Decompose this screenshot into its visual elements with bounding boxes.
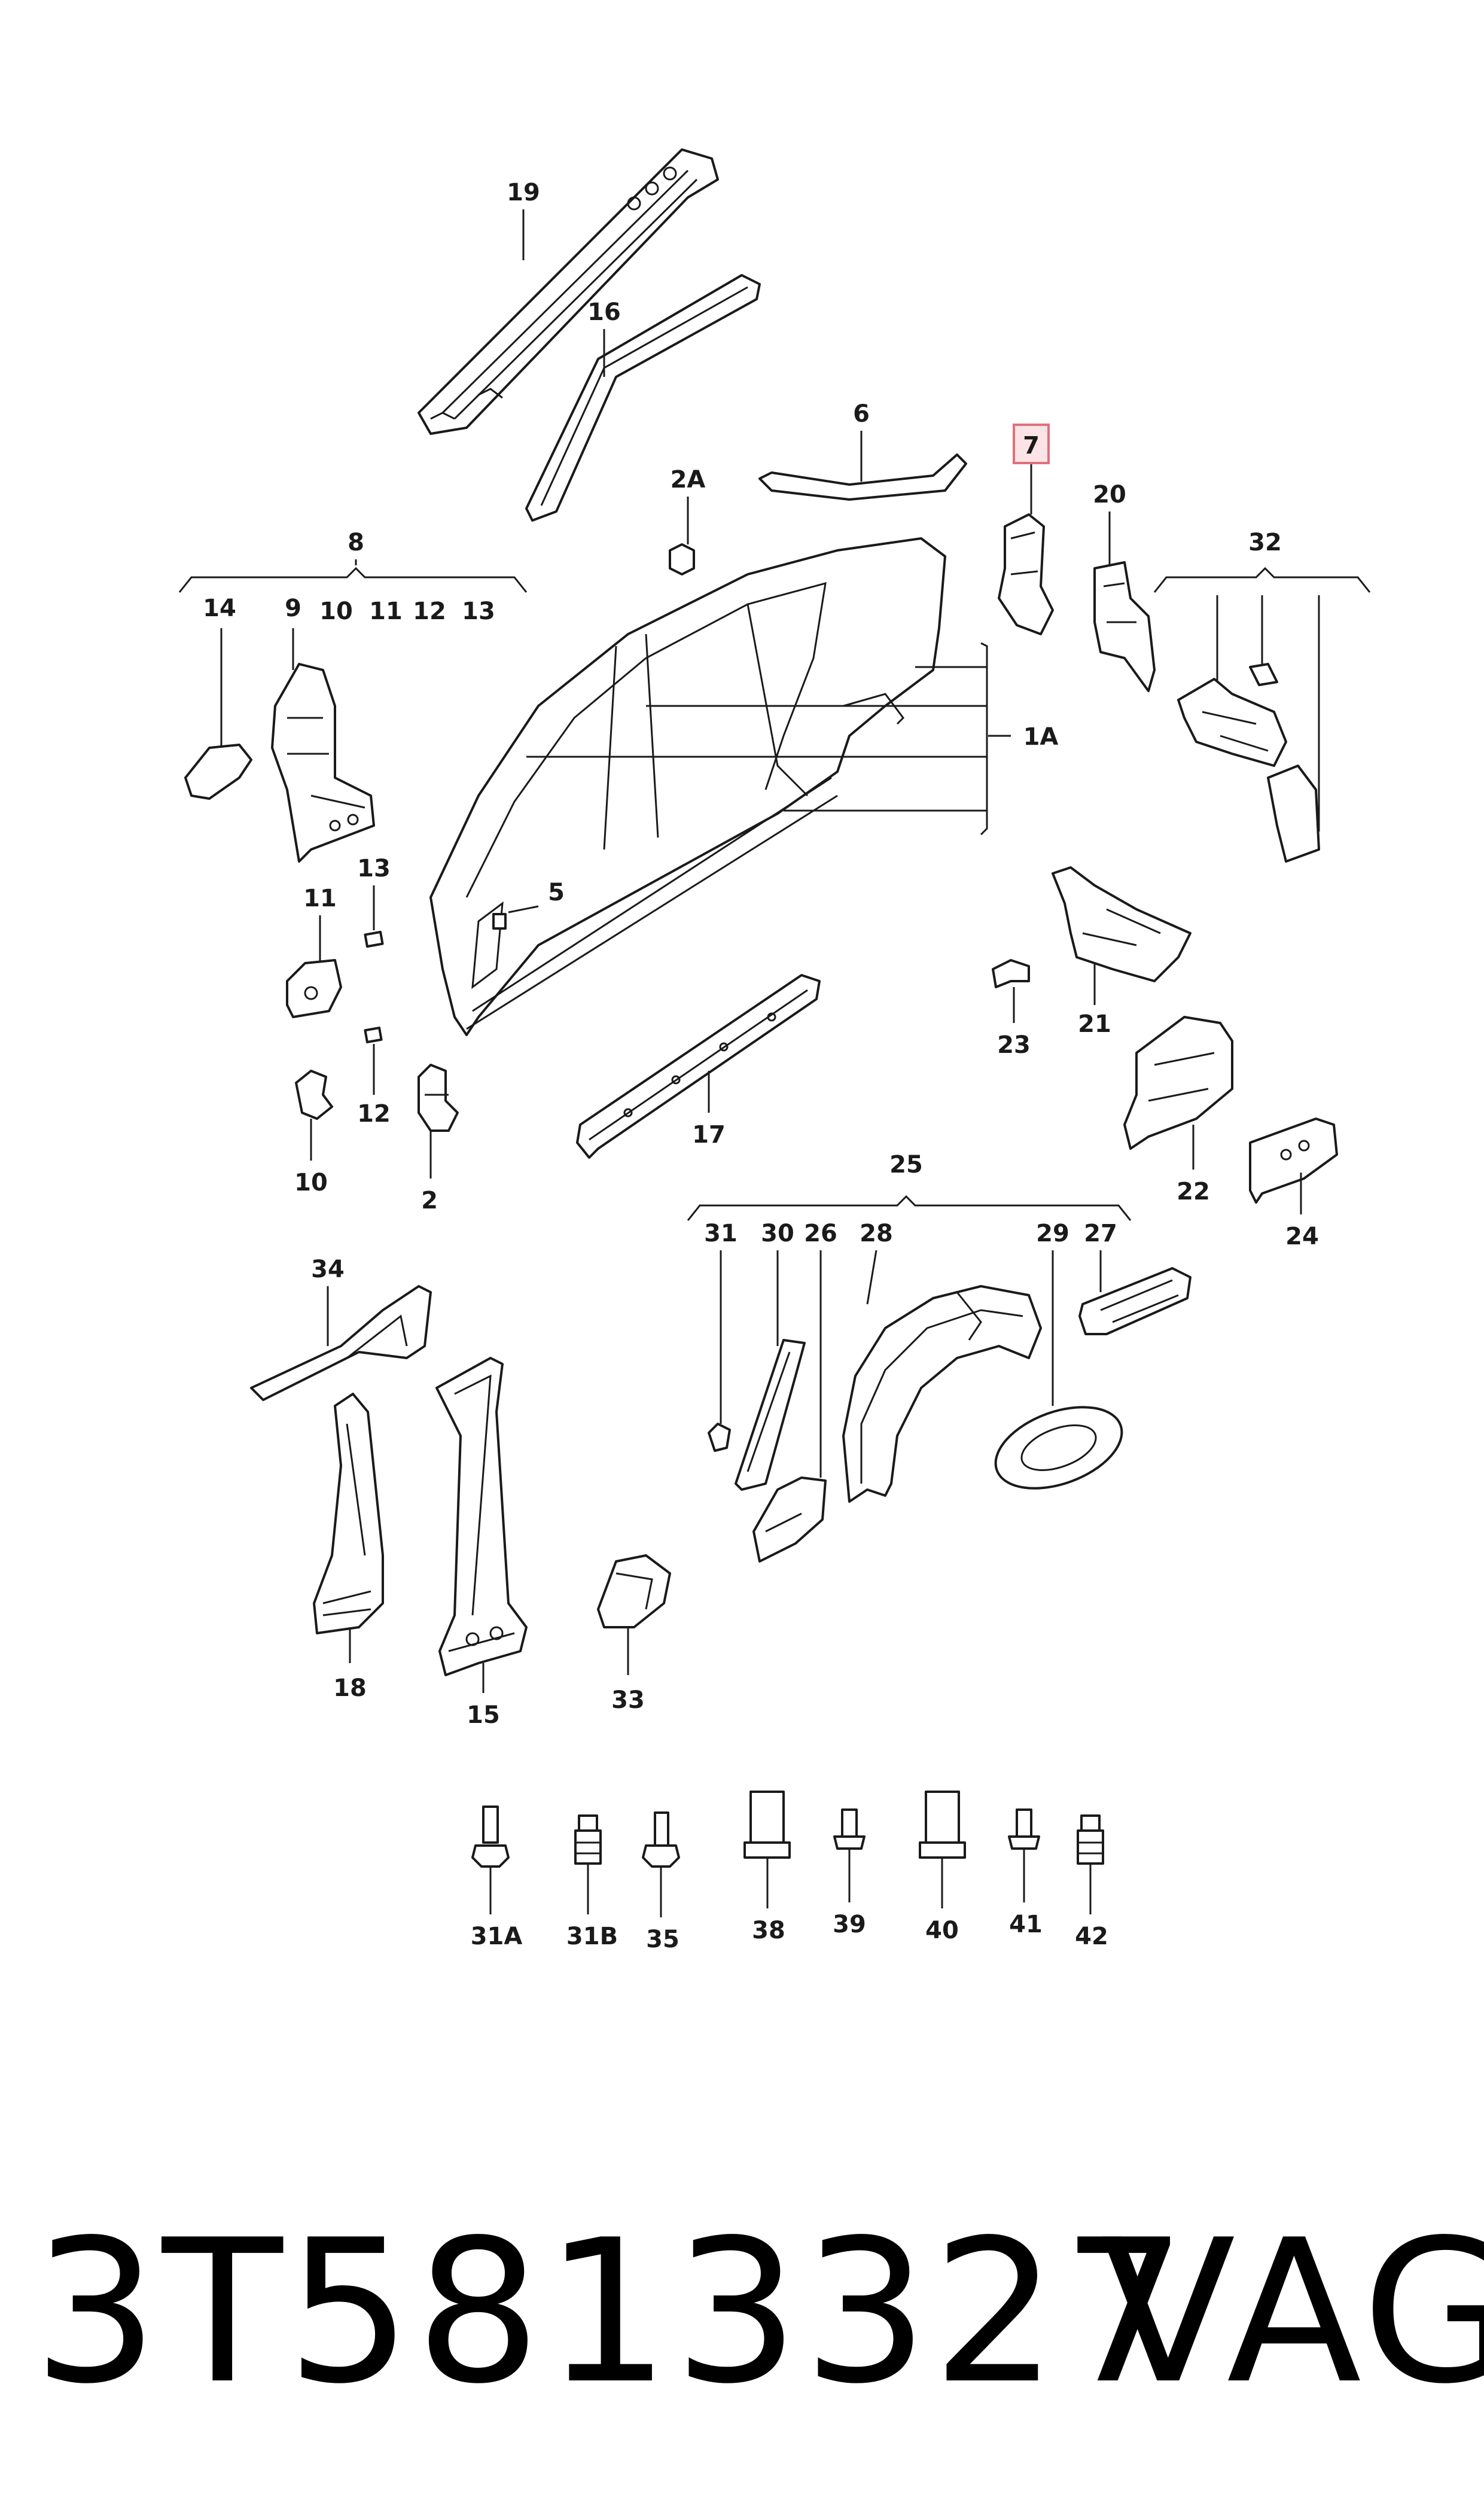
label-26: 26 — [804, 1220, 837, 1247]
label-1A: 1A — [1023, 723, 1059, 751]
label-40: 40 — [925, 1917, 959, 1944]
label-19: 19 — [507, 179, 540, 206]
part-11[interactable] — [286, 959, 342, 1018]
part-18[interactable] — [313, 1393, 384, 1634]
label-23: 23 — [997, 1031, 1031, 1059]
part-6[interactable] — [758, 453, 967, 501]
part-20[interactable] — [1093, 561, 1156, 692]
label-6: 6 — [853, 400, 870, 428]
part-28[interactable] — [842, 1285, 1042, 1503]
label-13: 13 — [357, 855, 391, 882]
part-32-b[interactable] — [1249, 663, 1278, 686]
label-11: 11 — [303, 885, 337, 912]
label-20: 20 — [1093, 481, 1126, 509]
fastener-35[interactable] — [642, 1811, 680, 1868]
label-9: 9 — [285, 595, 301, 622]
fastener-31A[interactable] — [471, 1805, 510, 1868]
part-26[interactable] — [752, 1476, 827, 1563]
label-14: 14 — [203, 595, 236, 622]
part-29[interactable] — [985, 1392, 1133, 1504]
part-19[interactable] — [418, 148, 719, 435]
part-14[interactable] — [184, 744, 252, 800]
fastener-31B[interactable] — [574, 1814, 602, 1865]
highlight-box-7 — [1013, 424, 1050, 464]
label-39: 39 — [833, 1911, 866, 1938]
part-15[interactable] — [435, 1357, 528, 1676]
part-30[interactable] — [735, 1339, 806, 1491]
label-8: 8 — [348, 529, 364, 556]
part-22[interactable] — [1123, 1016, 1233, 1150]
label-17: 17 — [692, 1121, 726, 1149]
label-10-top: 10 — [319, 598, 353, 625]
part-32-a[interactable] — [1177, 678, 1287, 767]
label-10: 10 — [294, 1169, 328, 1196]
label-7: 7 — [1023, 432, 1040, 459]
part-24[interactable] — [1249, 1118, 1338, 1204]
label-41: 41 — [1009, 1911, 1043, 1938]
footer: 3T5813327 VAG — [0, 2213, 1484, 2465]
part-2[interactable] — [418, 1064, 459, 1132]
label-5: 5 — [548, 879, 565, 906]
label-13-top: 13 — [462, 598, 495, 625]
part-23[interactable] — [992, 959, 1030, 988]
label-12-top: 12 — [413, 598, 446, 625]
label-25: 25 — [889, 1151, 923, 1179]
fastener-40[interactable] — [919, 1791, 966, 1859]
part-2A[interactable] — [669, 543, 695, 576]
part-12[interactable] — [364, 1027, 383, 1043]
label-2: 2 — [421, 1187, 438, 1214]
label-22: 22 — [1177, 1178, 1210, 1205]
label-42: 42 — [1075, 1923, 1108, 1950]
fastener-42[interactable] — [1077, 1814, 1104, 1865]
label-33: 33 — [611, 1686, 645, 1714]
part-7[interactable] — [998, 513, 1054, 635]
brand-name: VAG — [1101, 2197, 1484, 2427]
part-9[interactable] — [271, 663, 375, 863]
part-34[interactable] — [250, 1285, 432, 1401]
label-34: 34 — [311, 1256, 345, 1283]
fastener-41[interactable] — [1008, 1808, 1040, 1850]
label-16: 16 — [587, 299, 621, 326]
label-2A: 2A — [671, 466, 706, 494]
label-35: 35 — [646, 1926, 679, 1953]
part-13[interactable] — [364, 930, 384, 948]
part-31[interactable] — [708, 1423, 731, 1452]
label-31: 31 — [704, 1220, 738, 1247]
part-33[interactable] — [597, 1554, 671, 1628]
label-11-top: 11 — [369, 598, 403, 625]
label-27: 27 — [1084, 1220, 1117, 1247]
part-17[interactable] — [576, 974, 821, 1159]
part-10[interactable] — [295, 1070, 333, 1120]
part-21[interactable] — [1052, 866, 1192, 982]
fastener-38[interactable] — [743, 1791, 791, 1859]
part-32-c[interactable] — [1267, 765, 1320, 863]
label-31B: 31B — [566, 1923, 618, 1950]
label-29: 29 — [1036, 1220, 1069, 1247]
label-15: 15 — [467, 1701, 500, 1729]
label-38: 38 — [752, 1917, 785, 1944]
part-1A[interactable] — [429, 537, 946, 1036]
part-27[interactable] — [1078, 1267, 1192, 1335]
label-28: 28 — [860, 1220, 893, 1247]
label-24: 24 — [1285, 1223, 1319, 1250]
label-12: 12 — [357, 1100, 391, 1128]
part-5[interactable] — [492, 913, 507, 930]
label-32: 32 — [1248, 529, 1282, 556]
fastener-39[interactable] — [833, 1808, 866, 1850]
label-30: 30 — [761, 1220, 794, 1247]
label-31A: 31A — [471, 1923, 523, 1950]
label-18: 18 — [333, 1674, 367, 1702]
part-number: 3T5813327 — [33, 2197, 1191, 2427]
label-21: 21 — [1078, 1010, 1111, 1038]
